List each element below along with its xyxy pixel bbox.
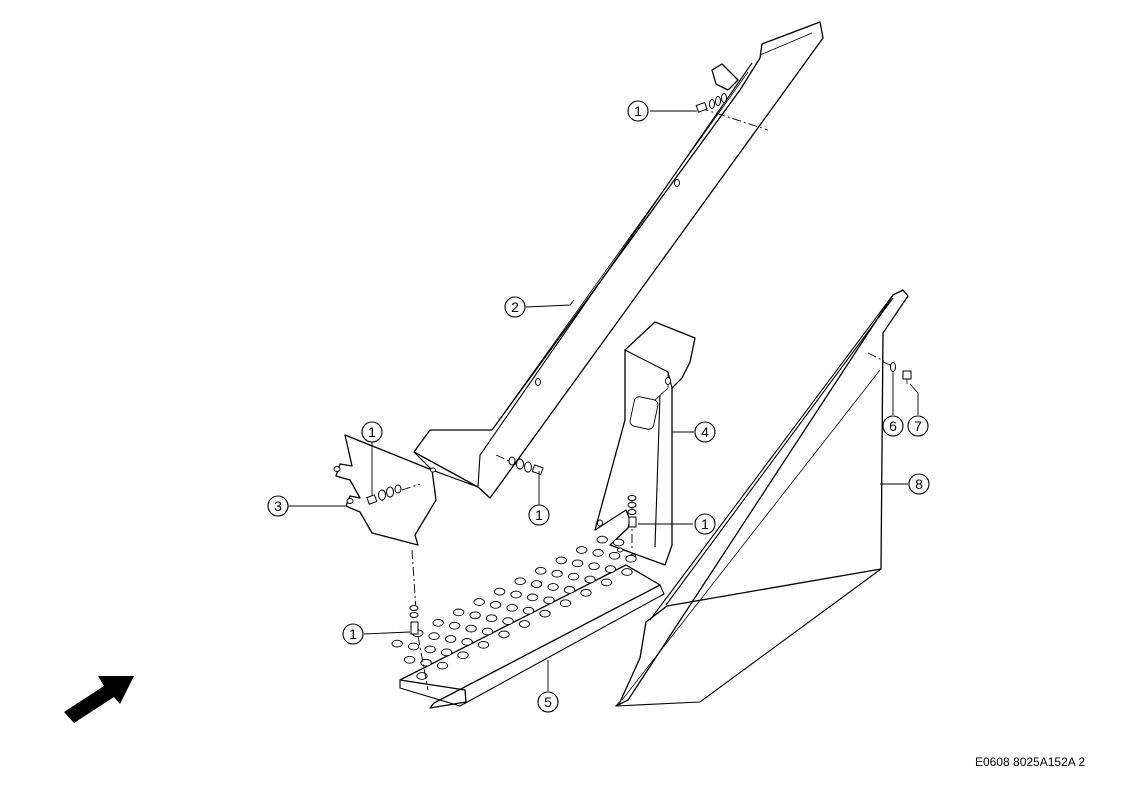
perforation-hole	[485, 614, 498, 623]
perforation-hole	[420, 658, 432, 667]
perforation-hole	[498, 630, 510, 639]
perforation-hole	[608, 551, 621, 560]
perforation-hole	[625, 554, 637, 563]
perforation-hole	[465, 624, 477, 633]
callout-7: 7	[907, 415, 929, 437]
perforation-hole	[489, 601, 502, 609]
part-5-perforated-step	[391, 535, 665, 709]
perforation-hole	[567, 572, 580, 581]
perforation-hole	[592, 549, 604, 557]
perforation-hole	[424, 645, 436, 654]
drawing-code: E0608 8025A152A 2	[975, 755, 1086, 769]
hardware	[366, 93, 912, 635]
perforation-hole	[448, 621, 461, 630]
svg-text:1: 1	[349, 626, 357, 642]
perforation-hole	[461, 638, 473, 646]
perforation-hole	[514, 577, 526, 586]
part-8-side-panel	[615, 289, 909, 707]
perforation-hole	[571, 559, 584, 568]
svg-text:1: 1	[701, 516, 709, 532]
bolt-bracket	[366, 484, 402, 505]
perforation-hole	[576, 546, 588, 554]
svg-text:1: 1	[634, 103, 642, 119]
svg-text:5: 5	[544, 694, 552, 710]
perforation-hole	[506, 603, 518, 612]
perforation-hole	[535, 566, 547, 575]
callout-1-top: 1	[627, 100, 649, 122]
perforation-hole	[477, 640, 490, 649]
perforation-hole	[502, 617, 514, 625]
perforation-hole	[481, 627, 494, 636]
part-3-bracket	[333, 434, 437, 546]
perforation-hole	[457, 651, 469, 660]
perforation-hole	[600, 578, 613, 587]
perforation-hole	[539, 609, 551, 618]
part-2-long-shield	[413, 21, 824, 499]
perforation-hole	[444, 635, 457, 643]
perforation-hole	[469, 611, 481, 620]
svg-text:6: 6	[889, 418, 897, 434]
svg-text:3: 3	[274, 498, 282, 514]
perforation-hole	[580, 588, 592, 597]
perforation-hole	[563, 586, 576, 594]
perforation-hole	[530, 580, 543, 588]
part-4-upright-post	[594, 321, 696, 566]
nut-7	[902, 370, 912, 384]
svg-text:4: 4	[701, 424, 709, 440]
perforation-hole	[547, 583, 559, 591]
callout-5: 5	[537, 691, 559, 713]
callout-1-bracket: 1	[361, 421, 383, 443]
perforation-hole	[604, 565, 617, 573]
perforation-hole	[596, 535, 608, 544]
bolt-post	[627, 495, 637, 528]
svg-text:1: 1	[368, 424, 376, 440]
bolt-plate	[409, 605, 419, 635]
perforation-hole	[559, 599, 572, 608]
callout-2: 2	[504, 296, 526, 318]
perforation-hole	[494, 587, 506, 596]
bolt-middle	[508, 456, 544, 476]
perforation-hole	[584, 575, 596, 584]
perforation-hole	[522, 606, 535, 615]
perforation-hole	[612, 538, 625, 547]
callout-8: 8	[908, 473, 930, 495]
perforation-hole	[588, 562, 600, 571]
callout-1-middle: 1	[528, 504, 550, 526]
washer-6	[890, 362, 896, 372]
callout-6: 6	[882, 415, 904, 437]
perforation-hole	[621, 568, 633, 576]
svg-text:7: 7	[914, 418, 922, 434]
perforation-hole	[403, 655, 416, 664]
svg-text:2: 2	[511, 299, 519, 315]
perforation-hole	[407, 642, 420, 651]
leader-lines	[288, 110, 919, 691]
callout-4: 4	[694, 421, 716, 443]
perforation-hole	[526, 593, 539, 602]
perforation-hole	[416, 672, 428, 680]
svg-text:1: 1	[535, 507, 543, 523]
callout-1-plate: 1	[342, 623, 364, 645]
callout-3: 3	[267, 495, 289, 517]
perforation-hole	[510, 590, 522, 599]
perforation-hole	[432, 618, 444, 627]
perforation-hole	[391, 639, 403, 648]
perforation-hole	[555, 556, 567, 565]
perforation-hole	[440, 648, 453, 657]
perforation-hole	[453, 608, 465, 617]
perforation-hole	[518, 620, 531, 628]
svg-text:8: 8	[915, 476, 923, 492]
forward-arrow-icon	[64, 676, 134, 723]
bolt-top	[695, 93, 727, 113]
perforation-hole	[543, 596, 555, 605]
callout-1-post: 1	[694, 513, 716, 535]
perforation-hole	[551, 569, 563, 578]
perforation-hole	[436, 661, 449, 670]
perforation-hole	[473, 598, 485, 606]
perforation-hole	[428, 632, 440, 640]
